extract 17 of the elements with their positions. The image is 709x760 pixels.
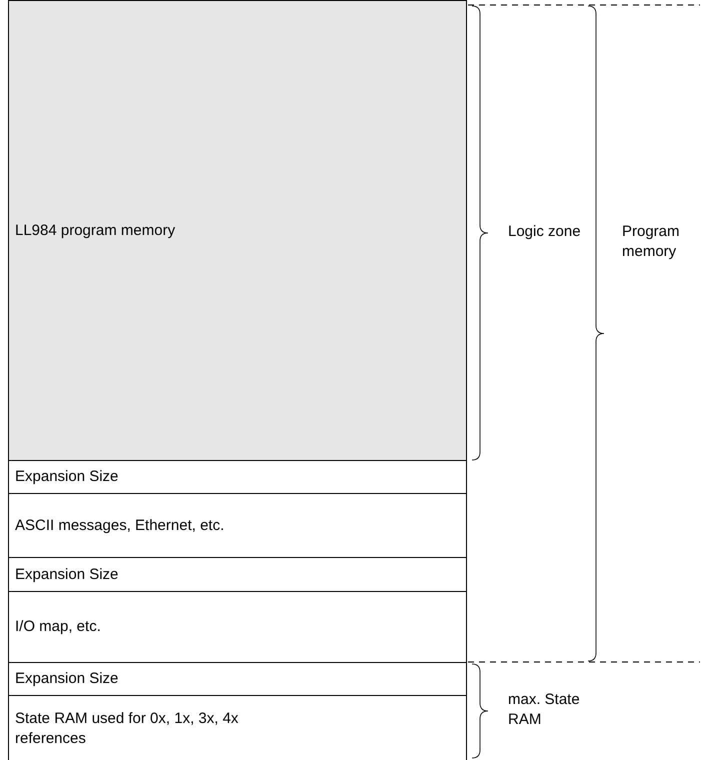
- memory-block: [8, 695, 467, 760]
- block-label: State RAM used for 0x, 1x, 3x, 4x references: [14, 708, 240, 748]
- block-label: Expansion Size: [14, 564, 118, 584]
- memory-block: [8, 557, 467, 592]
- block-label: LL984 program memory: [14, 220, 176, 240]
- memory-block: [8, 460, 467, 494]
- block-label: Expansion Size: [14, 467, 118, 487]
- memory-block: [8, 0, 467, 461]
- memory-block: [8, 591, 467, 663]
- brace-label: max. State RAM: [508, 690, 581, 730]
- block-label: I/O map, etc.: [14, 617, 101, 637]
- block-label: Expansion Size: [14, 669, 118, 689]
- block-label: ASCII messages, Ethernet, etc.: [14, 516, 224, 536]
- memory-block: [8, 662, 467, 696]
- brace-label: Program memory: [622, 222, 681, 262]
- brace-label: Logic zone: [508, 222, 582, 242]
- memory-block: [8, 493, 467, 558]
